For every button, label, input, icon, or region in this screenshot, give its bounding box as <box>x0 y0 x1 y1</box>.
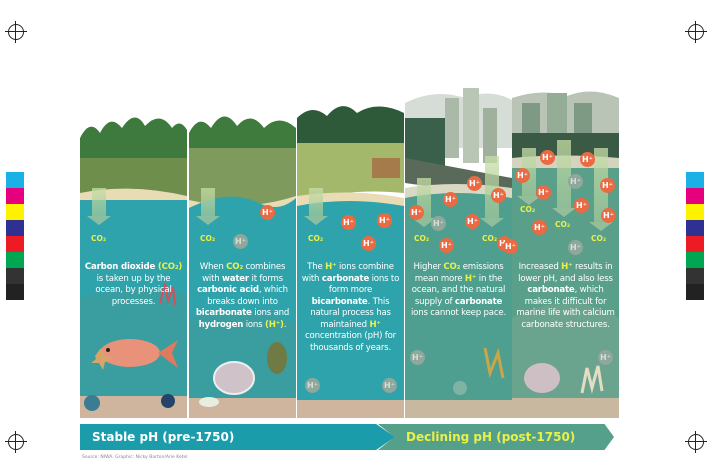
co2-label: CO₂ <box>482 234 498 243</box>
panel-description: The H⁺ ions combine with carbonate ions … <box>301 262 400 353</box>
hydrogen-ion-icon: H⁺ <box>503 239 518 254</box>
hydrogen-ion-icon: H⁺ <box>361 236 376 251</box>
hydrogen-ion-icon: H⁺ <box>443 192 458 207</box>
scene-illustration <box>405 88 512 418</box>
hydrogen-ion-icon: H⁺ <box>601 208 616 223</box>
panel-description: Higher CO₂ emissions mean more H⁺ in the… <box>410 262 507 318</box>
co2-arrow-icon <box>480 156 504 227</box>
co2-arrow-icon <box>552 140 576 217</box>
hydrogen-ion-icon: H⁺ <box>540 150 555 165</box>
co2-arrow-icon <box>87 188 111 225</box>
hydrogen-ion-icon: H⁺ <box>305 378 320 393</box>
hydrogen-ion-icon: H⁺ <box>233 234 248 249</box>
hydrogen-ion-icon: H⁺ <box>410 350 425 365</box>
hydrogen-ion-icon: H⁺ <box>568 174 583 189</box>
registration-mark-icon <box>5 431 27 453</box>
hydrogen-ion-icon: H⁺ <box>568 240 583 255</box>
hydrogen-ion-icon: H⁺ <box>341 215 356 230</box>
co2-arrow-icon <box>304 188 328 225</box>
panel-carbonic-acid: CO₂ H⁺ H⁺ When CO₂ combines with water i… <box>189 88 296 418</box>
hydrogen-ion-icon: H⁺ <box>439 238 454 253</box>
panel-higher-emissions: CO₂ CO₂ H⁺ H⁺ H⁺ H⁺ H⁺ H⁺ H⁺ H⁺ H⁺ Highe… <box>405 88 512 418</box>
source-credit: Source: NIWA. Graphic: Nicky Barton/Arie… <box>82 455 188 460</box>
co2-label: CO₂ <box>91 234 107 243</box>
panel-bicarbonate: CO₂ H⁺ H⁺ H⁺ H⁺ H⁺ The H⁺ ions combine w… <box>297 88 404 418</box>
co2-label: CO₂ <box>591 234 607 243</box>
hydrogen-ion-icon: H⁺ <box>515 168 530 183</box>
panel-description: When CO₂ combines with water it forms ca… <box>195 262 290 330</box>
hydrogen-ion-icon: H⁺ <box>574 198 589 213</box>
hydrogen-ion-icon: H⁺ <box>431 216 446 231</box>
registration-mark-icon <box>685 21 707 43</box>
hydrogen-ion-icon: H⁺ <box>491 188 506 203</box>
co2-label: CO₂ <box>308 234 324 243</box>
hydrogen-ion-icon: H⁺ <box>465 214 480 229</box>
panel-co2-uptake: CO₂ Carbon dioxide (CO₂) is taken up by … <box>80 88 187 418</box>
color-bar <box>686 172 704 300</box>
registration-mark-icon <box>5 21 27 43</box>
scene-illustration <box>189 116 296 418</box>
scene-illustration <box>297 106 404 418</box>
panel-description: Carbon dioxide (CO₂) is taken up by the … <box>84 262 183 307</box>
stable-ph-banner: Stable pH (pre-1750) <box>80 424 395 450</box>
hydrogen-ion-icon: H⁺ <box>377 213 392 228</box>
hydrogen-ion-icon: H⁺ <box>409 205 424 220</box>
hydrogen-ion-icon: H⁺ <box>536 185 551 200</box>
scene-illustration <box>80 117 187 418</box>
scene-illustration <box>512 91 619 418</box>
declining-ph-label: Declining pH (post-1750) <box>406 430 576 444</box>
hydrogen-ion-icon: H⁺ <box>260 205 275 220</box>
panel-lower-ph: CO₂ CO₂ CO₂ H⁺ H⁺ H⁺ H⁺ H⁺ H⁺ H⁺ H⁺ H⁺ H… <box>512 88 619 418</box>
panel-description: Increased H⁺ results in lower pH, and al… <box>516 262 615 330</box>
hydrogen-ion-icon: H⁺ <box>382 378 397 393</box>
stable-ph-label: Stable pH (pre-1750) <box>92 430 235 444</box>
hydrogen-ion-icon: H⁺ <box>467 176 482 191</box>
co2-label: CO₂ <box>520 205 536 214</box>
co2-label: CO₂ <box>414 234 430 243</box>
co2-label: CO₂ <box>200 234 216 243</box>
co2-label: CO₂ <box>555 220 571 229</box>
color-bar <box>6 172 24 300</box>
registration-mark-icon <box>685 431 707 453</box>
hydrogen-ion-icon: H⁺ <box>600 178 615 193</box>
hydrogen-ion-icon: H⁺ <box>598 350 613 365</box>
hydrogen-ion-icon: H⁺ <box>532 220 547 235</box>
hydrogen-ion-icon: H⁺ <box>580 152 595 167</box>
declining-ph-banner: Declining pH (post-1750) <box>378 424 614 450</box>
co2-arrow-icon <box>196 188 220 225</box>
